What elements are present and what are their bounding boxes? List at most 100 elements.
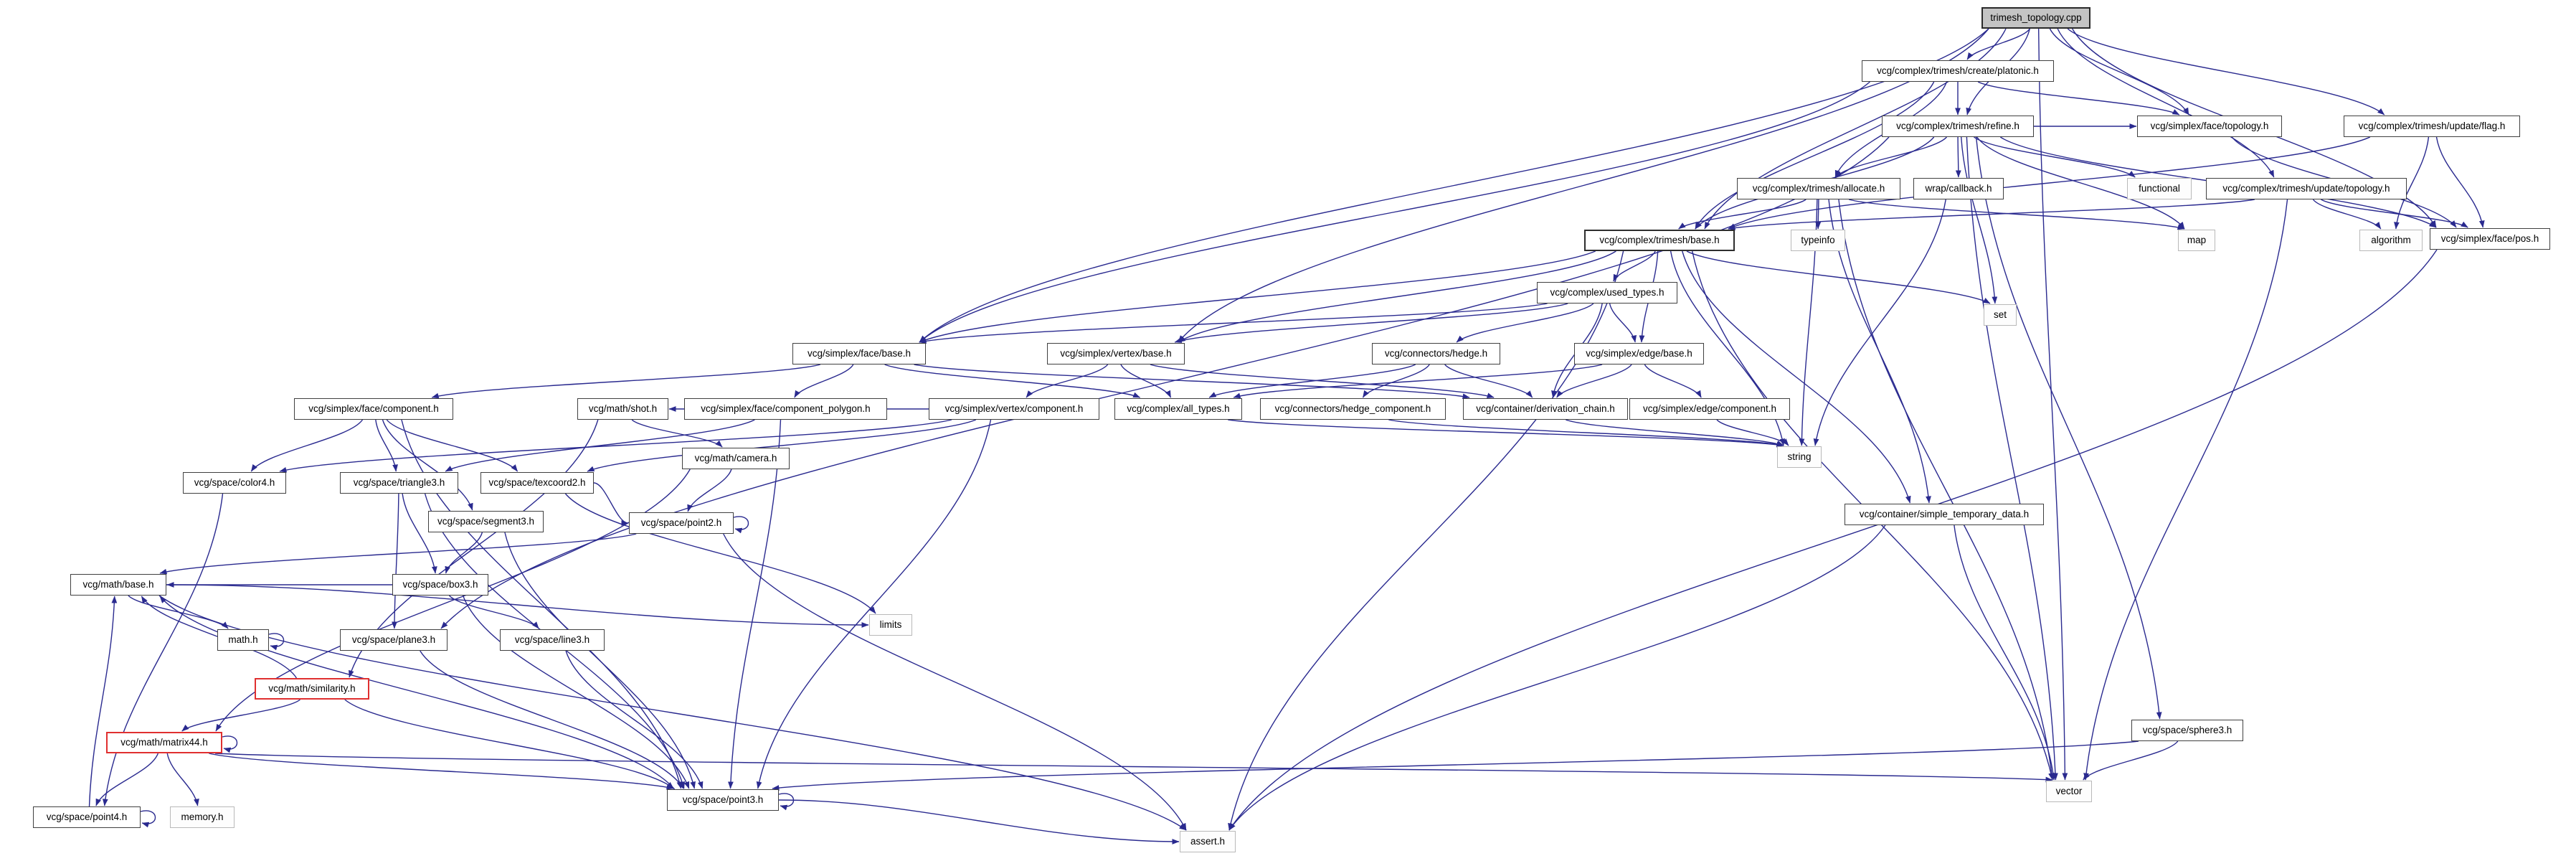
node-stdata[interactable]: vcg/container/simple_temporary_data.h — [1845, 504, 2044, 525]
include-edge — [919, 303, 1548, 344]
include-edge — [440, 136, 1890, 629]
include-edge — [1556, 364, 1632, 398]
node-mathbase[interactable]: vcg/math/base.h — [70, 574, 166, 596]
include-edge — [756, 419, 992, 789]
node-texcoord2[interactable]: vcg/space/texcoord2.h — [480, 472, 594, 494]
include-edge — [420, 650, 684, 789]
include-edge — [1955, 136, 1961, 178]
include-edge — [1975, 136, 2162, 720]
node-functional[interactable]: functional — [2127, 178, 2192, 199]
node-refine[interactable]: vcg/complex/trimesh/refine.h — [1882, 116, 2034, 137]
node-segment3[interactable]: vcg/space/segment3.h — [428, 511, 544, 532]
node-map[interactable]: map — [2178, 230, 2215, 251]
include-edge — [402, 493, 437, 574]
include-edge — [386, 419, 518, 472]
node-matrix44[interactable]: vcg/math/matrix44.h — [106, 732, 222, 753]
node-base[interactable]: vcg/complex/trimesh/base.h — [1584, 230, 1735, 251]
include-edge — [919, 81, 1870, 343]
include-edge — [687, 469, 732, 512]
node-root[interactable]: trimesh_topology.cpp — [1981, 7, 2090, 29]
node-set[interactable]: set — [1984, 304, 2017, 326]
node-shot[interactable]: vcg/math/shot.h — [577, 398, 668, 420]
node-point3[interactable]: vcg/space/point3.h — [667, 789, 779, 811]
node-hedge[interactable]: vcg/connectors/hedge.h — [1372, 343, 1500, 364]
include-edge — [1456, 303, 1594, 343]
node-alltypes[interactable]: vcg/complex/all_types.h — [1114, 398, 1242, 420]
include-edge — [2049, 28, 2189, 116]
include-edge — [159, 596, 676, 790]
include-edge — [2321, 199, 2468, 228]
include-edge — [1813, 199, 1946, 446]
node-triangle3[interactable]: vcg/space/triangle3.h — [340, 472, 458, 494]
node-memory[interactable]: memory.h — [170, 806, 235, 828]
include-edge — [1228, 524, 1886, 831]
node-platonic[interactable]: vcg/complex/trimesh/create/platonic.h — [1862, 60, 2054, 82]
include-edge — [382, 419, 473, 511]
node-edgecomp[interactable]: vcg/simplex/edge/component.h — [1629, 398, 1790, 420]
include-edge — [1966, 28, 2030, 60]
include-edge — [2057, 28, 2275, 178]
include-edge — [1704, 28, 2007, 230]
node-point2[interactable]: vcg/space/point2.h — [629, 512, 734, 534]
node-assert[interactable]: assert.h — [1180, 831, 1236, 852]
include-edge — [1678, 199, 1806, 230]
include-edge — [1233, 364, 1603, 399]
include-edge — [1695, 81, 1935, 230]
include-edge — [2083, 199, 2288, 781]
include-edge — [445, 419, 755, 472]
include-edge — [448, 595, 539, 629]
include-edge — [250, 419, 364, 472]
include-edge — [1686, 250, 1991, 304]
node-algorithm[interactable]: algorithm — [2359, 230, 2423, 251]
node-string[interactable]: string — [1777, 446, 1822, 468]
include-edge — [1682, 250, 1911, 504]
node-hedgecomp[interactable]: vcg/connectors/hedge_component.h — [1260, 398, 1446, 420]
node-plane3[interactable]: vcg/space/plane3.h — [340, 629, 448, 651]
include-edge — [564, 493, 876, 614]
node-updtopo[interactable]: vcg/complex/trimesh/update/topology.h — [2206, 178, 2407, 199]
include-edge — [1150, 364, 1495, 398]
include-edge — [344, 699, 674, 789]
include-edge — [2037, 28, 2068, 781]
node-limits[interactable]: limits — [869, 614, 912, 636]
include-edge — [2435, 136, 2485, 228]
node-facebase[interactable]: vcg/simplex/face/base.h — [792, 343, 926, 364]
include-edge — [794, 364, 854, 398]
node-flag[interactable]: vcg/complex/trimesh/update/flag.h — [2344, 116, 2520, 137]
node-camera[interactable]: vcg/math/camera.h — [682, 448, 790, 469]
node-usedtypes[interactable]: vcg/complex/used_types.h — [1537, 282, 1677, 304]
node-box3[interactable]: vcg/space/box3.h — [392, 574, 488, 596]
node-alloc[interactable]: vcg/complex/trimesh/allocate.h — [1737, 178, 1900, 199]
node-line3[interactable]: vcg/space/line3.h — [500, 629, 605, 651]
node-similarity[interactable]: vcg/math/similarity.h — [255, 678, 369, 700]
include-edge — [209, 753, 674, 790]
include-edge — [1838, 199, 2055, 781]
include-edge — [2394, 136, 2430, 230]
node-vector[interactable]: vector — [2046, 781, 2092, 802]
include-edge — [1974, 136, 2136, 178]
node-derivation[interactable]: vcg/container/derivation_chain.h — [1463, 398, 1628, 420]
node-sphere3[interactable]: vcg/space/sphere3.h — [2131, 720, 2243, 741]
node-vertexbase[interactable]: vcg/simplex/vertex/base.h — [1047, 343, 1185, 364]
node-vertexcomp[interactable]: vcg/simplex/vertex/component.h — [929, 398, 1099, 420]
include-edge — [431, 364, 821, 399]
node-typeinfo[interactable]: typeinfo — [1791, 230, 1845, 251]
include-edge — [1966, 136, 2058, 781]
include-edge — [1815, 199, 1822, 230]
include-edge — [1954, 524, 2056, 781]
include-edge — [728, 419, 782, 789]
node-color4[interactable]: vcg/space/color4.h — [183, 472, 286, 494]
include-edge — [462, 595, 690, 789]
include-edge — [375, 419, 398, 472]
node-polygon[interactable]: vcg/simplex/face/component_polygon.h — [684, 398, 887, 420]
node-point4[interactable]: vcg/space/point4.h — [33, 806, 141, 828]
node-facetopo[interactable]: vcg/simplex/face/topology.h — [2137, 116, 2282, 137]
node-callback[interactable]: wrap/callback.h — [1913, 178, 2004, 199]
node-pos[interactable]: vcg/simplex/face/pos.h — [2430, 228, 2550, 250]
node-facecomp[interactable]: vcg/simplex/face/component.h — [294, 398, 453, 420]
include-edge — [1644, 364, 1702, 398]
include-edge — [504, 532, 696, 789]
node-mathh[interactable]: math.h — [217, 629, 269, 651]
node-edgebase[interactable]: vcg/simplex/edge/base.h — [1574, 343, 1704, 364]
